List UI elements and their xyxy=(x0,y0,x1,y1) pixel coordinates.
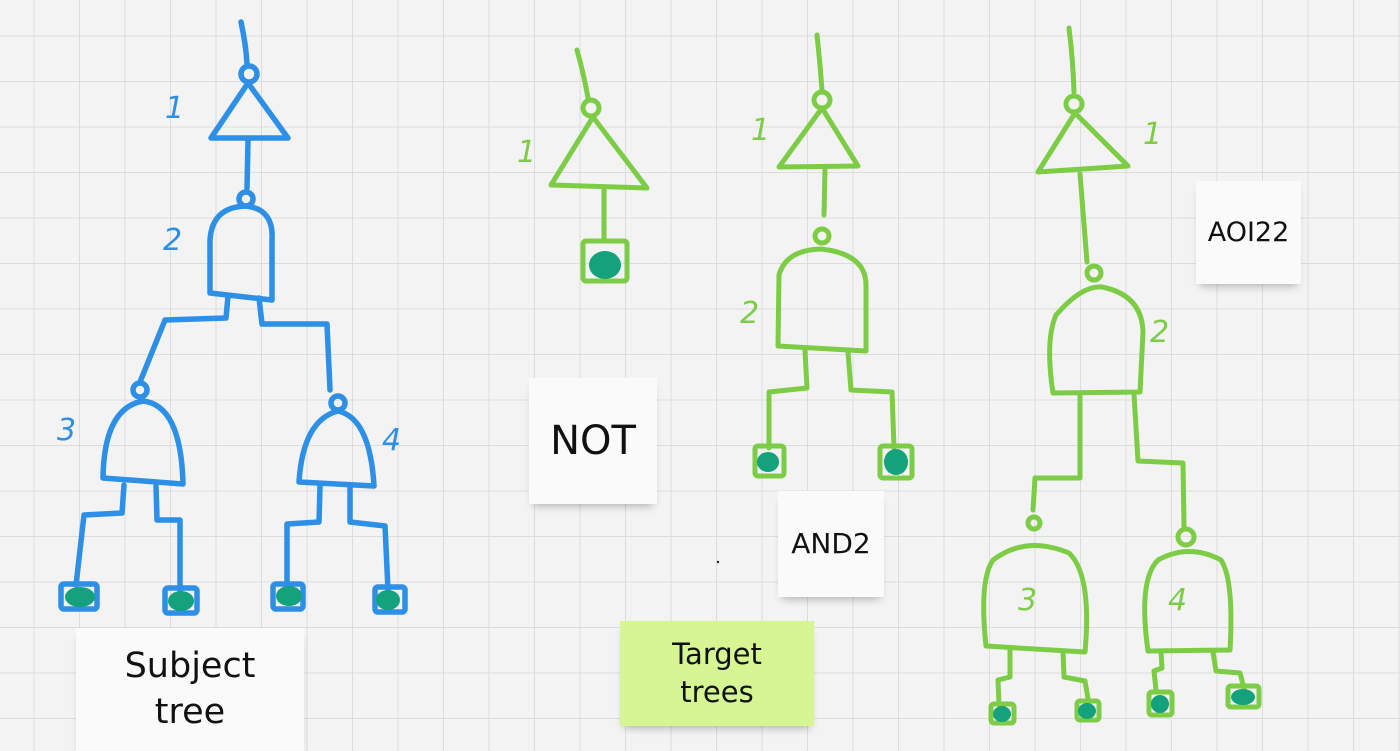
aoi22-label-2: 2 xyxy=(1150,315,1169,350)
subject-leaf-inputs xyxy=(58,581,408,616)
target-trees-label-line1: Target xyxy=(672,636,762,671)
and2-label-1: 1 xyxy=(751,113,770,148)
subject-node-2-nand[interactable] xyxy=(137,189,333,393)
aoi22-gate-label: AOI22 xyxy=(1207,216,1290,248)
and2-label-2: 2 xyxy=(740,296,759,331)
subject-node-3-nand[interactable] xyxy=(73,380,186,593)
subject-label-1: 1 xyxy=(165,91,184,126)
subject-node-1-inverter[interactable] xyxy=(208,19,291,191)
aoi22-label-1: 1 xyxy=(1143,117,1162,152)
and2-gate-label: AND2 xyxy=(791,526,871,560)
sticky-note-target-trees[interactable]: Target trees xyxy=(620,621,814,726)
not-label-1: 1 xyxy=(517,135,536,170)
target-tree-not[interactable]: 1 xyxy=(517,47,650,284)
sticky-note-and2[interactable]: AND2 xyxy=(778,491,884,597)
subject-node-4-nand[interactable] xyxy=(284,393,391,593)
sticky-note-subject-tree[interactable]: Subject tree xyxy=(76,628,304,751)
stray-dot xyxy=(716,560,720,564)
subject-tree-label-line2: tree xyxy=(154,691,226,732)
target-tree-and2[interactable]: 1 2 xyxy=(740,32,915,481)
subject-label-2: 2 xyxy=(163,223,182,258)
sticky-note-aoi22[interactable]: AOI22 xyxy=(1196,181,1301,284)
aoi22-label-4: 4 xyxy=(1168,583,1187,618)
not-gate-label: NOT xyxy=(550,418,636,464)
sticky-note-not[interactable]: NOT xyxy=(529,378,657,504)
subject-tree-label-line1: Subject xyxy=(124,646,256,686)
target-trees-label-line2: trees xyxy=(680,674,754,709)
subject-label-4: 4 xyxy=(382,423,401,458)
aoi22-label-3: 3 xyxy=(1018,583,1037,618)
subject-tree[interactable]: 1 2 3 4 xyxy=(57,19,408,616)
target-tree-aoi22[interactable]: 1 2 3 4 xyxy=(981,25,1262,726)
subject-label-3: 3 xyxy=(57,413,76,448)
